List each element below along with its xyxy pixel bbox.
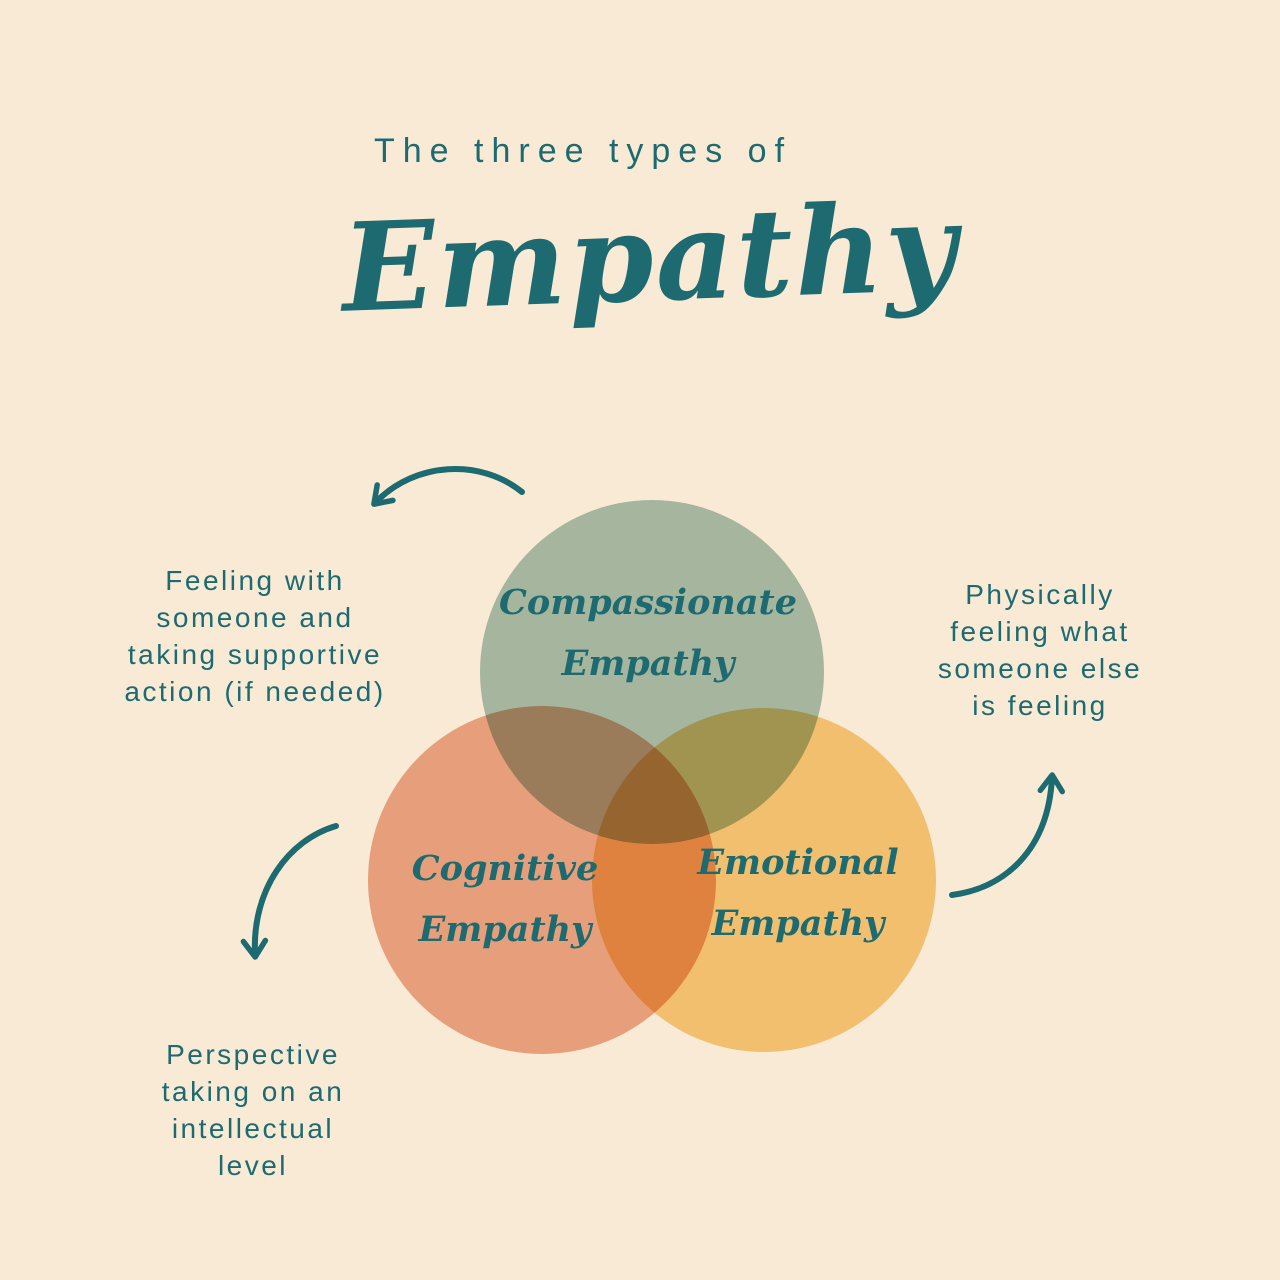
label-line: Empathy (418, 909, 592, 951)
annotation-line: feeling what (950, 616, 1130, 647)
arrow-to-emotional-icon (949, 772, 1066, 898)
annotation-compassionate: Feeling with someone and taking supporti… (124, 562, 385, 710)
annotation-cognitive: Perspective taking on an intellectual le… (162, 1036, 345, 1184)
annotation-line: someone else (937, 653, 1143, 684)
annotation-emotional: Physically feeling what someone else is … (938, 576, 1142, 724)
annotation-line: Feeling with (165, 565, 345, 596)
label-line: Emotional (697, 842, 899, 883)
annotation-line: is feeling (972, 690, 1108, 721)
arrow-to-compassionate-icon (371, 466, 525, 507)
annotation-line: intellectual (171, 1113, 335, 1144)
subtitle: The three types of (373, 132, 793, 170)
label-emotional-empathy: Emotional Empathy (697, 832, 898, 955)
annotation-line: someone and (156, 602, 354, 633)
label-line: Compassionate (499, 582, 797, 623)
label-cognitive-empathy: Cognitive Empathy (412, 838, 598, 961)
annotation-line: taking supportive (127, 639, 383, 670)
label-line: Empathy (711, 903, 885, 945)
annotation-line: Perspective (166, 1039, 340, 1070)
annotation-line: Physically (965, 579, 1115, 610)
arrow-to-cognitive-icon (240, 823, 339, 960)
annotation-line: taking on an (161, 1076, 345, 1107)
label-line: Empathy (561, 643, 735, 685)
venn-circle-emotional (592, 708, 936, 1052)
label-line: Cognitive (411, 848, 599, 889)
annotation-line: level (217, 1150, 289, 1181)
page-title: Empathy (339, 174, 961, 340)
label-compassionate-empathy: Compassionate Empathy (499, 572, 797, 695)
annotation-line: action (if needed) (124, 676, 386, 707)
